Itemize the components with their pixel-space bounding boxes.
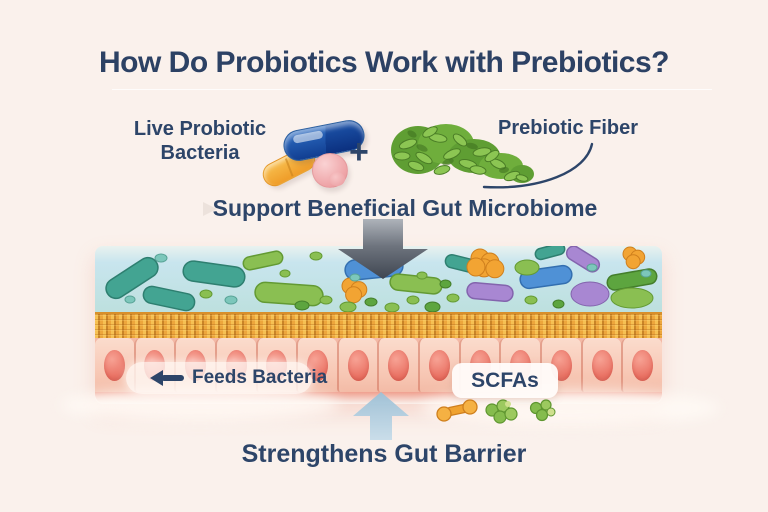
scfa-orange-molecule-icon [436,399,478,422]
title-divider [112,89,712,90]
scfas-label: SCFAs [471,368,539,392]
feeds-bacteria-label: Feeds Bacteria [192,367,328,388]
probiotic-capsules-illustration [255,115,370,210]
down-arrow-icon [338,219,428,279]
scfas-callout: SCFAs [452,363,558,398]
cell-nucleus [428,349,450,381]
support-microbiome-label: Support Beneficial Gut Microbiome [212,195,598,221]
fiber-connector-line [482,142,594,189]
scfa-green-cluster-icon [485,399,518,424]
pink-bacteria-ball-icon [312,153,348,188]
microbiome-layer [95,246,662,312]
cell-nucleus [591,349,613,381]
epithelial-cell [580,338,622,392]
cell-nucleus [347,349,369,381]
cell-nucleus [632,349,654,381]
up-arrow-icon [353,392,409,440]
cell-nucleus [103,349,125,381]
microvilli-brush-border [95,312,662,338]
cell-nucleus [388,349,410,381]
probiotic-label-line1: Live Probiotic [133,118,267,140]
scfa-green-cluster-icon [529,399,556,422]
left-arrow-icon [150,370,184,386]
probiotic-label-line2: Bacteria [160,141,240,164]
faint-right-arrow-icon [203,202,217,216]
microbiome-bacteria-layer [105,246,658,312]
epithelial-cell [95,338,134,392]
prebiotic-fiber-label: Prebiotic Fiber [498,117,639,139]
epithelial-cell [336,338,378,392]
epithelial-cell [377,338,419,392]
gut-cross-section [95,246,662,404]
fiber-blob-icon [391,124,534,183]
page-title: How Do Probiotics Work with Prebiotics? [99,46,670,79]
probiotic-label: Live Probiotic Bacteria [110,118,290,165]
cell-nucleus [307,349,329,381]
epithelial-cell [621,338,662,392]
epithelial-cell [418,338,459,392]
strengthens-gut-barrier-label: Strengthens Gut Barrier [241,440,527,468]
feeds-bacteria-callout: Feeds Bacteria [126,362,327,394]
plus-icon: + [349,133,369,171]
scfa-molecules-illustration [436,399,556,424]
prebiotic-fiber-illustration [388,118,536,190]
